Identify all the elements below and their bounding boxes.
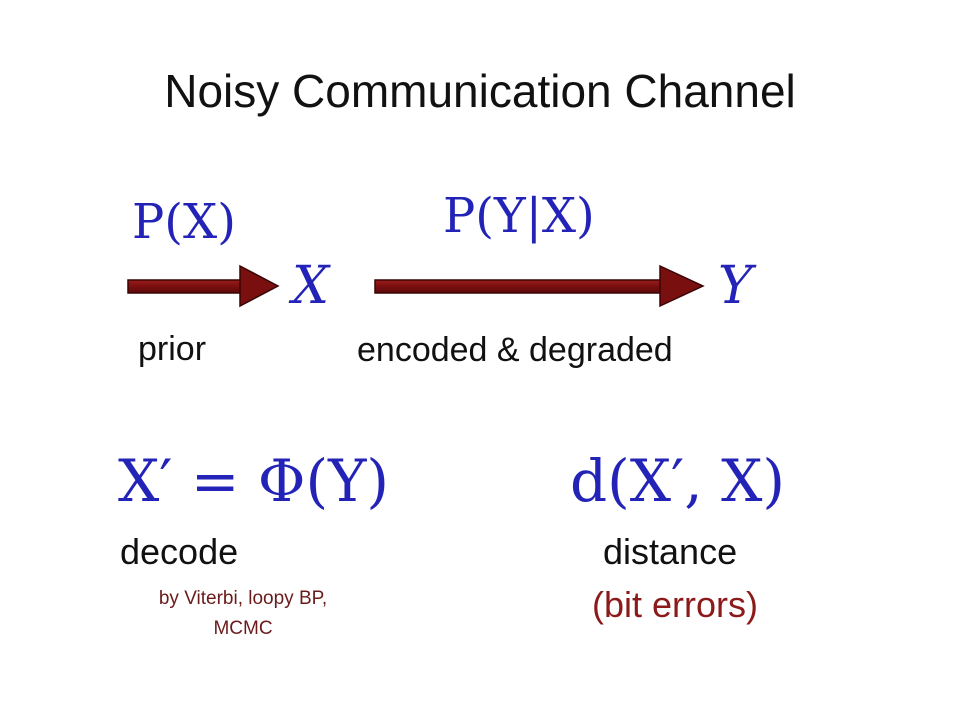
distance-equation: d(X′, X) — [570, 447, 786, 515]
encoded-label: encoded & degraded — [357, 331, 673, 369]
slide-title: Noisy Communication Channel — [164, 65, 796, 117]
bit-errors-label: (bit errors) — [592, 584, 759, 625]
source-variable: X — [292, 256, 330, 316]
prior-label: prior — [138, 330, 207, 368]
prior-arrow — [127, 264, 280, 308]
prior-probability: P(X) — [132, 194, 236, 250]
decode-label: decode — [120, 531, 239, 572]
distance-label: distance — [603, 531, 738, 572]
channel-arrow — [374, 264, 705, 308]
decode-equation: X′ = Φ(Y) — [118, 447, 390, 515]
decode-methods-note: by Viterbi, loopy BP, MCMC — [158, 588, 328, 639]
observed-variable: Y — [718, 256, 753, 316]
channel-likelihood: P(Y|X) — [443, 188, 595, 244]
